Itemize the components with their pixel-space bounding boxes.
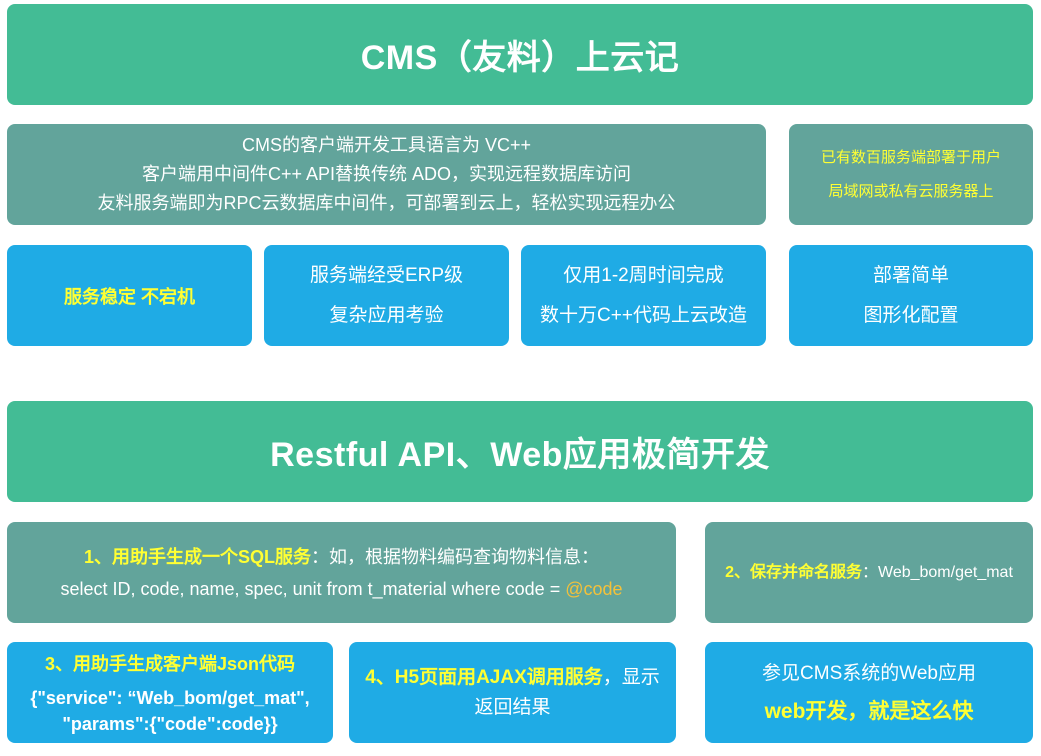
feature-stable: 服务稳定 不宕机	[7, 245, 252, 346]
step1-highlight: 1、用助手生成一个SQL服务	[83, 546, 311, 567]
step3-code-line-1: {"service": “Web_bom/get_mat",	[30, 687, 310, 708]
step4-description: ，显示	[602, 666, 660, 688]
step2-box: 2、保存并命名服务：Web_bom/get_mat	[705, 522, 1033, 623]
step4-line-1: 4、H5页面用AJAX调用服务，显示	[365, 663, 660, 693]
restful-title: Restful API、Web应用极简开发	[270, 436, 770, 474]
step3-highlight: 3、用助手生成客户端Json代码	[44, 653, 296, 674]
step1-box: 1、用助手生成一个SQL服务：如，根据物料编码查询物料信息： select ID…	[7, 522, 676, 623]
feature-erp-line-1: 服务端经受ERP级	[309, 264, 464, 286]
intro-line-3: 友料服务端即为RPC云数据库中间件，可部署到云上，轻松实现远程办公	[97, 193, 676, 213]
step5-line-1: 参见CMS系统的Web应用	[762, 662, 976, 684]
step3-code-line-2: "params":{"code":code}}	[62, 713, 278, 734]
cms-title: CMS（友料）上云记	[360, 39, 680, 77]
step5-line-2: web开发，就是这么快	[764, 699, 974, 723]
cms-intro-box: CMS的客户端开发工具语言为 VC++ 客户端用中间件C++ API替换传统 A…	[7, 124, 766, 225]
step1-sql-text: select ID, code, name, spec, unit from t…	[60, 578, 566, 599]
step1-sql-param: @code	[565, 578, 623, 599]
step3-box: 3、用助手生成客户端Json代码 {"service": “Web_bom/ge…	[7, 642, 333, 743]
step1-description: ：如，根据物料编码查询物料信息：	[311, 546, 599, 567]
feature-fast-migration: 仅用1-2周时间完成 数十万C++代码上云改造	[521, 245, 766, 346]
step5-box: 参见CMS系统的Web应用 web开发，就是这么快	[705, 642, 1033, 743]
feature-erp-proven: 服务端经受ERP级 复杂应用考验	[264, 245, 509, 346]
feature-stable-label: 服务稳定 不宕机	[63, 286, 195, 307]
step4-highlight: 4、H5页面用AJAX调用服务	[365, 666, 603, 688]
feature-easy-deploy: 部署简单 图形化配置	[789, 245, 1033, 346]
step4-line-2: 返回结果	[474, 696, 551, 718]
deployment-note-line-2: 局域网或私有云服务器上	[828, 182, 994, 200]
deployment-note-box: 已有数百服务端部署于用户 局域网或私有云服务器上	[789, 124, 1033, 225]
restful-title-banner: Restful API、Web应用极简开发	[7, 401, 1033, 502]
step1-heading: 1、用助手生成一个SQL服务：如，根据物料编码查询物料信息：	[84, 541, 599, 573]
step2-service-name: ：Web_bom/get_mat	[862, 564, 1013, 581]
feature-migration-line-1: 仅用1-2周时间完成	[563, 264, 724, 286]
feature-deploy-line-2: 图形化配置	[863, 304, 959, 326]
feature-erp-line-2: 复杂应用考验	[329, 304, 444, 326]
step2-highlight: 2、保存并命名服务	[725, 564, 862, 581]
step1-sql: select ID, code, name, spec, unit from t…	[60, 573, 622, 605]
deployment-note-line-1: 已有数百服务端部署于用户	[820, 148, 1001, 166]
feature-deploy-line-1: 部署简单	[872, 264, 949, 286]
step2-text: 2、保存并命名服务：Web_bom/get_mat	[725, 558, 1013, 587]
feature-migration-line-2: 数十万C++代码上云改造	[540, 304, 747, 326]
step4-box: 4、H5页面用AJAX调用服务，显示 返回结果	[349, 642, 676, 743]
intro-line-1: CMS的客户端开发工具语言为 VC++	[241, 135, 532, 155]
cms-title-banner: CMS（友料）上云记	[7, 4, 1033, 105]
intro-line-2: 客户端用中间件C++ API替换传统 ADO，实现远程数据库访问	[141, 164, 632, 184]
